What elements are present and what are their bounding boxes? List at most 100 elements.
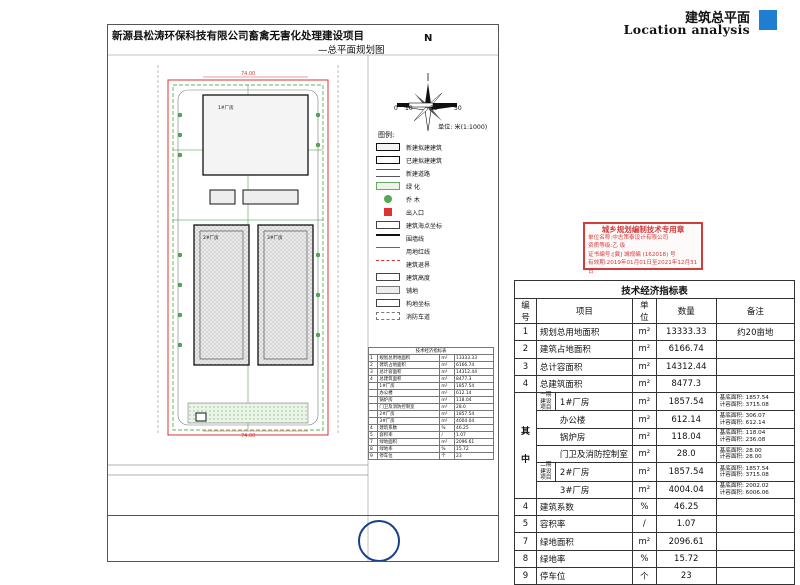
mini-cell: 8477.3 <box>454 375 494 383</box>
mini-cell: 5 <box>367 431 379 439</box>
cell-no: 9 <box>514 566 537 585</box>
legend-symbol-green <box>376 182 400 190</box>
table-row: 2 建筑占地面积 m² 6166.74 <box>514 340 796 359</box>
project-title: 新源县松涛环保科技有限公司畜禽无害化处理建设项目 <box>112 30 364 42</box>
legend-symbol-redline <box>376 247 400 255</box>
cell-qty: 1.07 <box>655 515 717 534</box>
legend-item: 铺地 <box>406 288 419 295</box>
legend-item: 构地坐标 <box>406 301 431 308</box>
cell-item: 容积率 <box>535 515 633 534</box>
group-label-1: 其 <box>520 426 530 437</box>
header-cell: 单位 <box>631 298 657 324</box>
note-line: 计容面积: 3715.08 <box>719 471 769 478</box>
cell-no: 2 <box>514 340 537 359</box>
cell-qty: 13333.33 <box>655 322 717 342</box>
note-line: 基底面积: 306.07 <box>719 413 766 420</box>
dimension-bottom: 74.00 <box>241 433 256 439</box>
mini-cell: 建筑占地面积 <box>377 361 441 369</box>
cell-note <box>715 566 796 585</box>
cell-no: 4 <box>514 374 537 394</box>
mini-cell: 23 <box>454 452 494 460</box>
mini-table-title: 技术经济指标表 <box>368 347 494 355</box>
mini-cell: m² <box>439 382 456 390</box>
cell-unit: / <box>631 515 657 534</box>
title-block <box>108 515 498 561</box>
cell-qty: 6166.74 <box>655 340 717 359</box>
mini-cell: 3 <box>367 368 379 376</box>
cell-item: 锅炉房 <box>535 427 633 447</box>
scale-unit: 单位: 米(1:1000) <box>438 124 488 131</box>
mini-cell: 1#厂房 <box>377 382 441 390</box>
mini-cell: / <box>439 431 456 439</box>
mini-cell: m² <box>439 389 456 397</box>
cell-no: 7 <box>514 532 537 551</box>
mini-cell: m² <box>439 361 456 369</box>
legend-symbol-coordinate <box>376 221 400 229</box>
legend-symbol-height <box>376 273 400 281</box>
project-subtitle: —总平面规划图 <box>318 45 385 56</box>
mini-cell: 办公楼 <box>377 389 441 397</box>
cell-qty: 23 <box>655 566 717 585</box>
cell-qty: 2096.61 <box>655 532 717 551</box>
legend-symbol-paving <box>376 286 400 294</box>
table-row: 3 总计容面积 m² 14312.44 <box>514 357 796 376</box>
cell-unit: m² <box>631 532 657 551</box>
cell-no: 3 <box>514 357 537 376</box>
cell-note <box>715 374 796 394</box>
cell-item: 门卫及消防控制室 <box>535 444 633 464</box>
scale-tick-10: 10 <box>405 105 413 112</box>
header-cell: 数量 <box>655 298 717 324</box>
legend-item: 已建拟建建筑 <box>406 158 443 165</box>
cell-item: 总计容面积 <box>535 357 633 376</box>
mini-cell: 1857.54 <box>454 382 494 390</box>
cell-no: 5 <box>514 515 537 534</box>
stamp-line: 有效期:2019年01月01日至2021年12月31日 <box>588 260 698 275</box>
mini-cell: 9 <box>367 452 379 460</box>
mini-cell: 建筑系数 <box>377 424 441 432</box>
sub-item: 2#厂房 <box>559 467 590 478</box>
cell-item: 建筑占地面积 <box>535 340 633 359</box>
legend-symbol-site-coordinate <box>376 299 400 307</box>
dimension-top: 74.00 <box>241 71 256 77</box>
cell-note <box>715 515 796 534</box>
planning-stamp: 城乡规划编制技术专用章 单位名称:中志策泰设计有限公司 资质等级:乙 级 证书编… <box>583 222 703 275</box>
mini-cell: 612.14 <box>454 389 494 397</box>
mini-cell: 规划总用地面积 <box>377 354 441 362</box>
cell-item: 二期建设项目 2#厂房 <box>535 462 633 482</box>
legend-symbol-wall <box>376 234 400 242</box>
mini-cell: 28.0 <box>454 403 494 411</box>
cell-note <box>715 340 796 359</box>
table-row: 1 规划总用地面积 m² 13333.33 约20亩地 <box>514 322 796 342</box>
mini-cell: m² <box>439 403 456 411</box>
cell-unit: m² <box>631 444 657 464</box>
table-row: 4 建筑系数 % 46.25 <box>514 497 796 517</box>
mini-cell: 总计容面积 <box>377 368 441 376</box>
note-line: 基底面积: 2002.02 <box>719 483 769 490</box>
cell-qty: 46.25 <box>655 497 717 517</box>
note-line: 计容面积: 236.08 <box>719 436 766 443</box>
mini-cell: 7 <box>367 438 379 446</box>
tree-icon <box>384 195 392 203</box>
legend-item: 出入口 <box>406 210 425 217</box>
legend-symbol-existing-building <box>376 156 400 164</box>
mini-cell: 1 <box>367 354 379 362</box>
cell-item: 3#厂房 <box>535 480 633 499</box>
accent-square <box>759 10 777 30</box>
cell-qty: 14312.44 <box>655 357 717 376</box>
cell-unit: m² <box>631 480 657 499</box>
cell-no: 1 <box>514 322 537 342</box>
